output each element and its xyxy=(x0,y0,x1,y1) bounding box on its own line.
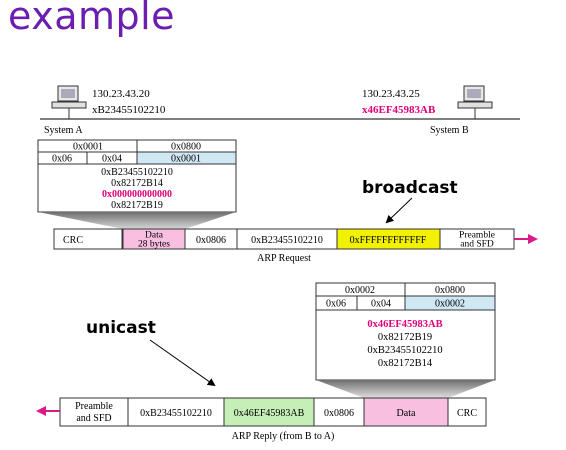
req-frame-type: 0x0806 xyxy=(196,235,226,246)
host-a-mac: xB23455102210 xyxy=(92,104,166,116)
request-direction-arrow-icon xyxy=(514,234,538,244)
rep-frame-crc: CRC xyxy=(457,408,477,419)
rep-sender-ip: 0x82172B19 xyxy=(378,332,432,343)
host-b-ip: 130.23.43.25 xyxy=(362,88,420,100)
arp-reply-packet: 0x0002 0x0800 0x06 0x04 0x0002 0x46EF459… xyxy=(315,282,496,381)
reply-funnel xyxy=(316,380,495,398)
reply-caption: ARP Reply (from B to A) xyxy=(232,431,335,442)
broadcast-arrow xyxy=(385,197,413,224)
broadcast-label: broadcast xyxy=(362,178,458,198)
req-hw-type: 0x0001 xyxy=(73,142,103,153)
req-frame-dst: 0xFFFFFFFFFFFF xyxy=(350,235,427,246)
host-b-mac: x46EF45983AB xyxy=(362,104,436,116)
rep-frame-dst: 0xB23455102210 xyxy=(140,408,212,419)
req-target-ip: 0x82172B19 xyxy=(111,200,163,211)
arp-reply-frame: Preamble and SFD 0xB23455102210 0x46EF45… xyxy=(59,397,487,427)
rep-target-mac: 0xB23455102210 xyxy=(367,345,442,356)
req-sender-ip: 0x82172B14 xyxy=(111,178,163,189)
unicast-arrow xyxy=(149,339,216,387)
computer-b-icon xyxy=(457,85,493,119)
computer-a-icon xyxy=(51,85,87,119)
rep-frame-data: Data xyxy=(397,408,416,419)
reply-direction-arrow-icon xyxy=(36,406,60,416)
rep-frame-sfd: and SFD xyxy=(76,413,111,424)
req-operation: 0x0001 xyxy=(171,154,201,165)
req-frame-data: Data xyxy=(145,231,164,241)
host-a-name: System A xyxy=(44,125,83,136)
req-proto-len: 0x04 xyxy=(102,154,122,165)
unicast-label: unicast xyxy=(86,318,156,338)
rep-operation: 0x0002 xyxy=(435,299,465,310)
rep-target-ip: 0x82172B14 xyxy=(378,358,433,369)
rep-proto-len: 0x04 xyxy=(371,299,391,310)
req-frame-sfd: and SFD xyxy=(460,240,494,250)
rep-proto-type: 0x0800 xyxy=(435,285,465,296)
req-frame-preamble: Preamble xyxy=(459,231,495,241)
req-hw-len: 0x06 xyxy=(52,154,72,165)
req-frame-crc: CRC xyxy=(63,235,83,246)
rep-sender-mac: 0x46EF45983AB xyxy=(367,319,442,330)
host-a-ip: 130.23.43.20 xyxy=(92,88,150,100)
arp-request-frame: CRC Data 28 bytes 0x0806 0xB23455102210 … xyxy=(53,228,515,250)
req-sender-mac: 0xB23455102210 xyxy=(101,167,173,178)
request-caption: ARP Request xyxy=(257,253,311,264)
rep-hw-len: 0x06 xyxy=(326,299,346,310)
req-frame-data-size: 28 bytes xyxy=(138,240,170,250)
request-funnel xyxy=(38,212,236,229)
host-b-name: System B xyxy=(430,125,469,136)
arp-request-packet: 0x0001 0x0800 0x06 0x04 0x0001 0xB234551… xyxy=(37,139,237,213)
rep-frame-preamble: Preamble xyxy=(75,401,113,412)
req-frame-src: 0xB23455102210 xyxy=(251,235,323,246)
rep-frame-src: 0x46EF45983AB xyxy=(234,408,305,419)
req-target-mac: 0x000000000000 xyxy=(102,189,172,200)
req-proto-type: 0x0800 xyxy=(171,142,201,153)
rep-hw-type: 0x0002 xyxy=(345,285,375,296)
page-title: example xyxy=(8,0,176,38)
rep-frame-type: 0x0806 xyxy=(324,408,354,419)
